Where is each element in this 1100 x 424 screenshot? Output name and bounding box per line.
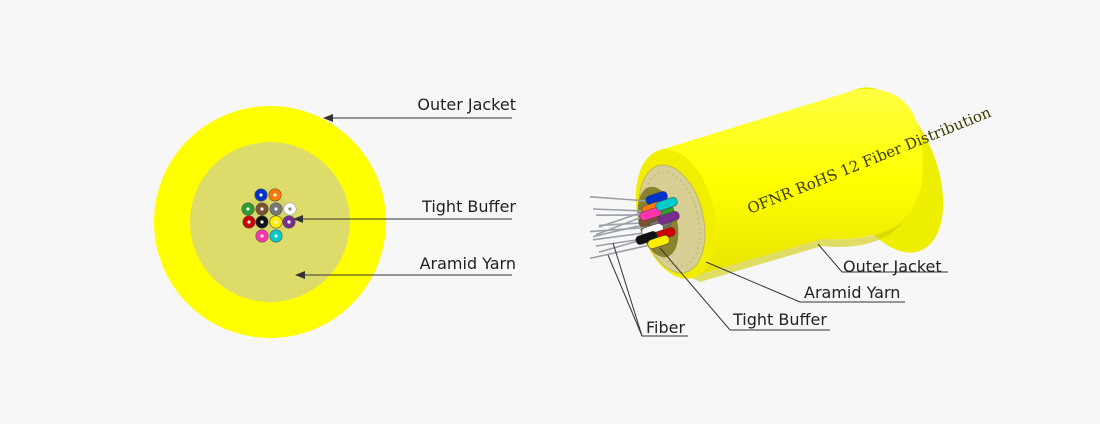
fiber-5-core [274,207,277,210]
outer-jacket-label: Outer Jacket [417,95,516,114]
side-outer-jacket-label: Outer Jacket [843,257,942,276]
fiber-2-core [273,193,276,196]
aramid-yarn-label: Aramid Yarn [420,254,516,273]
fiber-9-core [274,220,277,223]
fiber-leader-b [613,243,642,336]
side-fiber-label: Fiber [646,318,685,337]
buffer-core [245,192,291,238]
cross-section [154,106,386,338]
cable-side-view: OFNR RoHS 12 Fiber Distribution [590,71,994,287]
fiber-11-core [260,234,263,237]
tight-buffer-label: Tight Buffer [421,197,516,216]
fiber-7-core [247,220,250,223]
fiber-1-core [259,193,262,196]
fiber-10-core [287,220,290,223]
fiber-3-core [246,207,249,210]
fiber-6-core [288,207,291,210]
bare-fiber-2 [593,209,644,211]
fiber-12-core [274,234,277,237]
side-tight-buffer-label: Tight Buffer [732,310,827,329]
fiber-4-core [260,207,263,210]
fiber-8-core [260,220,263,223]
side-aramid-yarn-label: Aramid Yarn [804,283,900,302]
